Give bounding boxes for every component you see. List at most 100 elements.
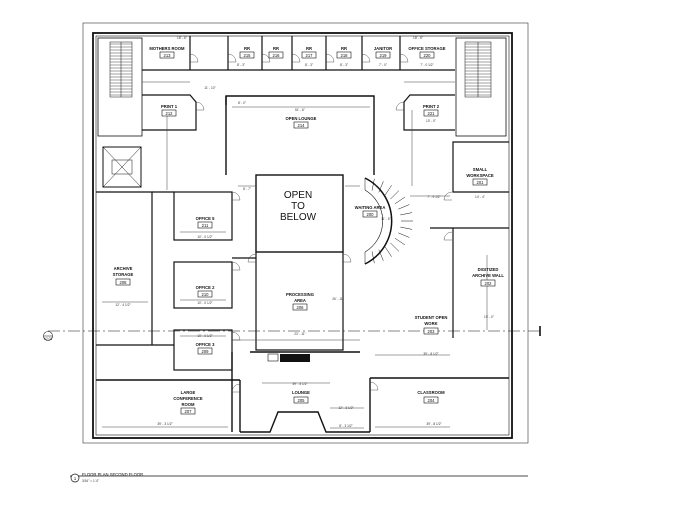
spiral-tread (394, 238, 406, 246)
room-small-workspace: SMALL WORKSPACE 201 (466, 167, 494, 186)
room-digitized-archive-wall: DIGITIZED ARCHIVE WALL 202 (472, 267, 504, 287)
dimension-lines (102, 81, 488, 429)
room-name: RR (341, 46, 347, 51)
dimension-label: 18' - 6" (177, 36, 187, 40)
door-swing (291, 53, 301, 63)
exterior-wall-inner (95, 35, 510, 436)
spiral-tread (398, 204, 410, 210)
room-number: 217 (306, 53, 314, 58)
dimension-label: 8' - 7" (243, 187, 251, 191)
room-number: 210 (202, 292, 210, 297)
dimension-label: 10' - 0 1/2" (197, 301, 212, 305)
room-number: 214 (298, 123, 306, 128)
spiral-tread (398, 232, 410, 238)
spiral-tread (390, 190, 400, 200)
dimension-label: 11' - 10" (204, 86, 215, 90)
right-side-walls (430, 141, 509, 338)
open-to-below-line3: BELOW (280, 212, 317, 223)
room-rr-218: RR 218 (336, 46, 352, 59)
dimension-label: 10' - 0" (484, 315, 494, 319)
spiral-stair (364, 177, 413, 265)
room-classroom: CLASSROOM 204 (417, 390, 445, 404)
spiral-tread (394, 196, 406, 204)
room-name-line1: ARCHIVE (114, 266, 133, 271)
room-name: CLASSROOM (417, 390, 445, 395)
door-swing (247, 253, 257, 263)
door-swing (231, 331, 241, 341)
dimension-label: 39' - 8 1/2" (423, 352, 438, 356)
spiral-tread (384, 246, 392, 257)
room-number: 206 (297, 305, 305, 310)
room-student-open-work: STUDENT OPEN WORK 203 (415, 315, 447, 335)
room-name-line3: ROOM (181, 402, 195, 407)
room-number: 203 (428, 329, 436, 334)
dimension-label: 39' - 5 1/2" (292, 382, 307, 386)
room-office-5: OFFICE 5 211 (196, 216, 215, 229)
room-name: PRINT 2 (423, 104, 440, 109)
dimension-label: 23' - 11" (294, 332, 305, 336)
room-number: 211 (202, 223, 209, 228)
spiral-tread (390, 242, 400, 252)
dimension-label: 8' - 0" (238, 101, 246, 105)
room-name-line2: AREA (294, 298, 306, 303)
title-marker-circle (70, 473, 80, 483)
exterior-wall (92, 32, 513, 439)
room-mothers: MOTHERS ROOM 213 (149, 46, 185, 59)
room-office-storage: OFFICE STORAGE 220 (408, 46, 446, 59)
room-janitor: JANITOR 219 (374, 46, 392, 59)
dimension-label: 51' - 6" (295, 108, 305, 112)
room-archive-storage: ARCHIVE STORAGE 208 (113, 266, 134, 286)
elevator (102, 146, 142, 188)
room-name-line2: STORAGE (113, 272, 134, 277)
section-marker-label: A2.03 (44, 337, 53, 341)
spiral-tread (371, 178, 375, 191)
title-marker-number: 1 (74, 476, 77, 481)
room-name: OFFICE STORAGE (408, 46, 445, 51)
room-number: 204 (428, 398, 436, 403)
door-swing (361, 53, 371, 63)
room-name-line2: ARCHIVE WALL (472, 273, 504, 278)
room-processing-area: PROCESSING AREA 206 (286, 292, 314, 311)
room-open-lounge: OPEN LOUNGE 214 (286, 116, 317, 129)
room-rr-216: RR 216 (268, 46, 284, 59)
room-name-line2: CONFERENCE (173, 396, 203, 401)
room-office-2: OFFICE 2 210 (196, 285, 215, 298)
room-number: 219 (380, 53, 388, 58)
dimension-label: 8' - 3" (305, 63, 313, 67)
room-name-line1: DIGITIZED (478, 267, 499, 272)
door-swing (195, 101, 205, 111)
dimension-label: 39' - 8 1/2" (426, 422, 441, 426)
dimension-label: 12' - 4 1/2" (115, 303, 130, 307)
dimension-label: 7' - 0" (379, 63, 387, 67)
room-name: RR (244, 46, 250, 51)
stair-left (97, 37, 143, 137)
room-name: OPEN LOUNGE (286, 116, 317, 121)
dimension-label: 12' - 3 1/2" (338, 406, 353, 410)
door-swing (189, 53, 199, 63)
sheet-border (82, 22, 529, 444)
bottom-row-walls (96, 351, 509, 433)
dimension-label: 10' - 0 1/2" (197, 235, 212, 239)
room-name: OFFICE 3 (196, 342, 216, 347)
spiral-tread (378, 249, 384, 261)
door-swing (227, 53, 237, 63)
room-large-conference: LARGE CONFERENCE ROOM 207 (173, 390, 203, 415)
door-swing (325, 53, 335, 63)
room-number: 221 (428, 111, 436, 116)
door-swings (189, 53, 453, 393)
room-office-3: OFFICE 3 209 (196, 342, 216, 355)
room-rr-215: RR 215 (239, 46, 255, 59)
dimension-label: 11' - 5" (381, 217, 391, 221)
open-to-below: OPEN TO BELOW (280, 190, 317, 223)
processing-walls (232, 252, 344, 351)
room-name: WAITING AREA (355, 205, 386, 210)
room-number: 200 (367, 212, 375, 217)
room-name: MOTHERS ROOM (149, 46, 185, 51)
room-name: RR (273, 46, 279, 51)
room-name-line1: PROCESSING (286, 292, 314, 297)
room-number: 205 (298, 398, 306, 403)
room-name: LOUNGE (292, 390, 310, 395)
archive-walls (96, 191, 174, 346)
room-number: 208 (120, 280, 128, 285)
